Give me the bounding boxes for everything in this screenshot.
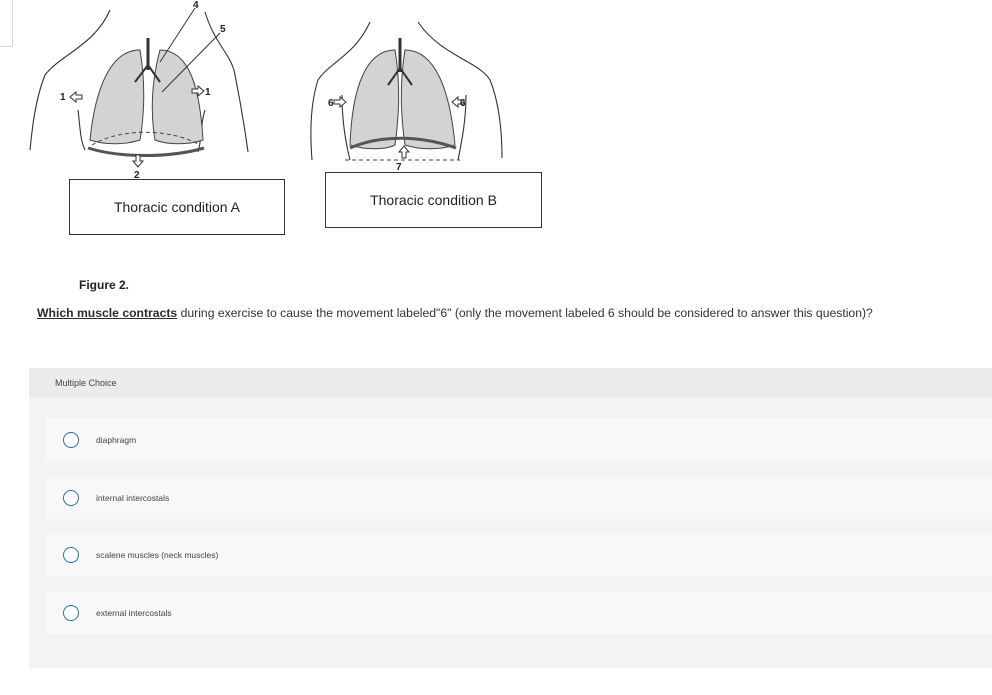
label-1-left: 1 (60, 92, 66, 103)
option-internal-intercostals[interactable]: internal intercostals (46, 476, 992, 519)
multiple-choice-title: Multiple Choice (55, 378, 117, 388)
thoracic-condition-b-label: Thoracic condition B (370, 192, 497, 208)
thoracic-diagram: 1 1 2 4 5 6 6 7 (29, 0, 503, 181)
radio-button[interactable] (63, 604, 79, 621)
option-label: internal intercostals (96, 492, 170, 503)
radio-button[interactable] (63, 546, 79, 563)
label-2: 2 (134, 170, 140, 181)
label-7: 7 (396, 162, 402, 173)
multiple-choice-header: Multiple Choice (29, 368, 992, 398)
question-keyword: Which muscle contracts (37, 306, 178, 320)
option-scalene-muscles[interactable]: scalene muscles (neck muscles) (46, 533, 992, 576)
thoracic-figure: 1 1 2 4 5 6 6 7 Thoracic condition A Tho… (0, 0, 560, 240)
label-6-left: 6 (328, 98, 334, 109)
multiple-choice-panel: Multiple Choice diaphragm internal inter… (29, 368, 992, 668)
option-label: scalene muscles (neck muscles) (96, 549, 219, 560)
lungs-a (87, 38, 205, 157)
pointer-lines-a (159, 7, 221, 93)
question-body: during exercise to cause the movement la… (177, 306, 873, 320)
option-label: external intercostals (96, 607, 172, 618)
label-1-right: 1 (205, 87, 211, 98)
question-text: Which muscle contracts during exercise t… (37, 306, 977, 320)
option-label: diaphragm (96, 434, 137, 445)
label-5: 5 (220, 24, 226, 35)
thoracic-condition-a-label: Thoracic condition A (113, 199, 241, 215)
label-6-right: 6 (460, 98, 466, 109)
figure-caption: Figure 2. (79, 278, 130, 292)
lungs-b (345, 38, 460, 161)
arrows-b (333, 95, 465, 159)
left-edge-marker (0, 0, 13, 47)
option-diaphragm[interactable]: diaphragm (46, 418, 992, 461)
radio-button[interactable] (63, 489, 79, 506)
radio-button[interactable] (63, 431, 79, 448)
option-external-intercostals[interactable]: external intercostals (46, 591, 992, 634)
arrows-a (69, 84, 205, 168)
thoracic-condition-b-box: Thoracic condition B (325, 172, 542, 228)
thoracic-condition-a-box: Thoracic condition A (69, 179, 285, 235)
label-4: 4 (193, 0, 199, 11)
